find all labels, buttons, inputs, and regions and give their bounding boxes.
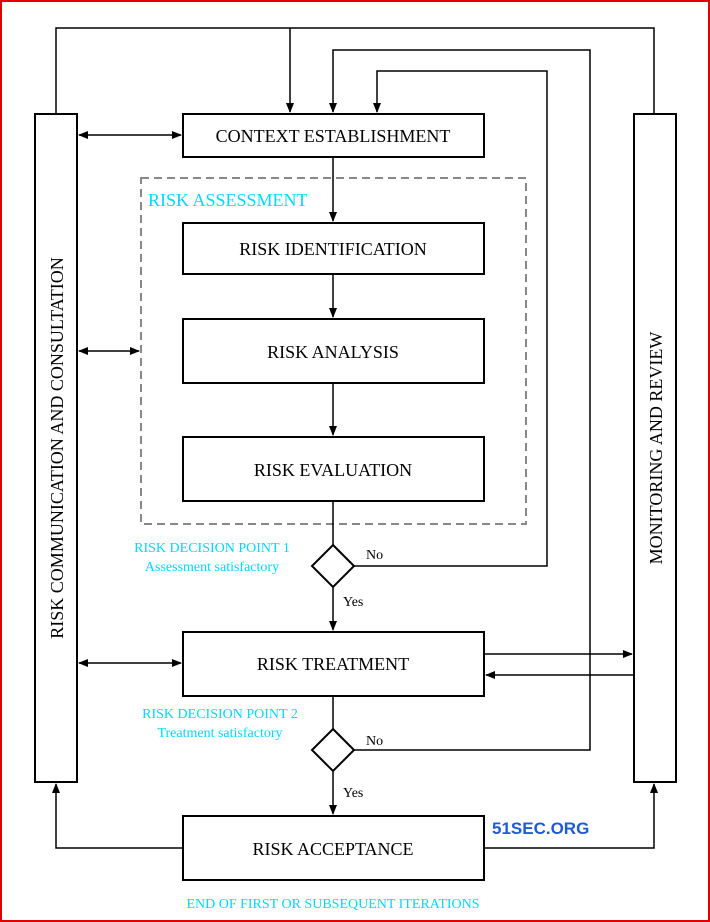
risk-acceptance-box bbox=[182, 815, 485, 881]
right-panel-label: MONITORING AND REVIEW bbox=[646, 332, 666, 565]
feedback-loops bbox=[55, 27, 655, 751]
panel-connections bbox=[52, 131, 658, 849]
risk-assessment-label: RISK ASSESSMENT bbox=[148, 190, 308, 210]
decision-2-no: No bbox=[366, 734, 383, 749]
risk-identification-box bbox=[182, 222, 485, 275]
decision-2-subtitle: Treatment satisfactory bbox=[157, 726, 282, 741]
decision-1-title: RISK DECISION POINT 1 bbox=[134, 541, 290, 556]
risk-analysis-box bbox=[182, 318, 485, 384]
risk-analysis-label: RISK ANALYSIS bbox=[267, 342, 399, 362]
risk-treatment-label: RISK TREATMENT bbox=[257, 654, 409, 674]
decision-1-subtitle: Assessment satisfactory bbox=[145, 560, 279, 575]
risk-identification-label: RISK IDENTIFICATION bbox=[239, 239, 427, 259]
risk-evaluation-label: RISK EVALUATION bbox=[254, 460, 412, 480]
context-establishment-label: CONTEXT ESTABLISHMENT bbox=[216, 126, 451, 146]
risk-treatment-box bbox=[182, 631, 485, 697]
iterations-footer: END OF FIRST OR SUBSEQUENT ITERATIONS bbox=[186, 897, 479, 912]
left-panel-label: RISK COMMUNICATION AND CONSULTATION bbox=[47, 257, 67, 638]
risk-acceptance-label: RISK ACCEPTANCE bbox=[252, 839, 413, 859]
left-panel bbox=[34, 113, 78, 783]
decision-2-title: RISK DECISION POINT 2 bbox=[142, 707, 298, 722]
decision-diamond-1 bbox=[310, 543, 356, 589]
decision-1-no: No bbox=[366, 548, 383, 563]
watermark-logo: 51SEC.ORG bbox=[492, 819, 589, 838]
right-panel bbox=[633, 113, 677, 783]
risk-evaluation-box bbox=[182, 436, 485, 502]
decision-2-yes: Yes bbox=[343, 786, 363, 801]
decision-diamond-2 bbox=[310, 727, 356, 773]
decision-1-yes: Yes bbox=[343, 595, 363, 610]
